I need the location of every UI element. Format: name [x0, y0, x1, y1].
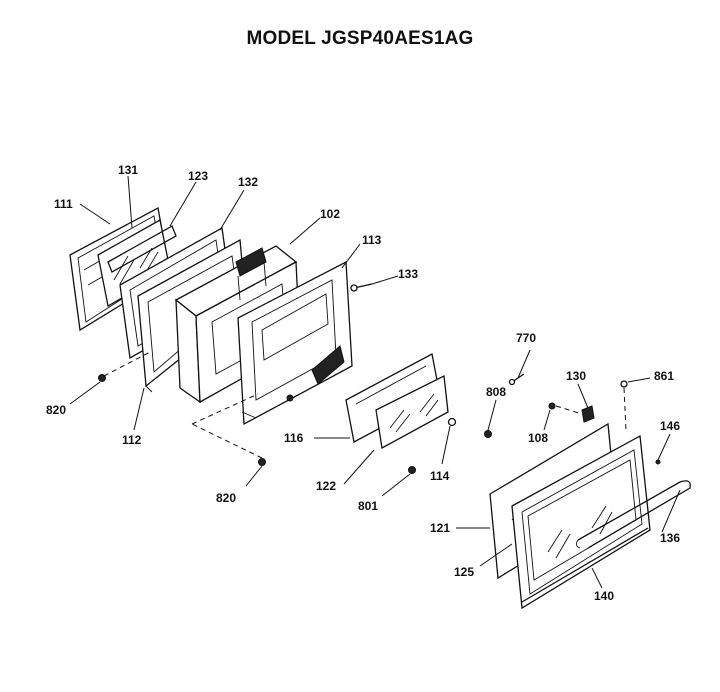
label-108: 108 [528, 431, 548, 445]
part-136-handle [575, 480, 691, 549]
label-133: 133 [398, 267, 418, 281]
label-132: 132 [238, 175, 258, 189]
part-140-bottom-trim [521, 527, 649, 603]
label-116: 116 [284, 431, 304, 445]
label-122: 122 [316, 479, 336, 493]
label-820-lower: 820 [216, 491, 236, 505]
label-113: 113 [362, 233, 382, 247]
part-130-block [581, 405, 595, 423]
part-125-outer-door-frame [511, 434, 651, 610]
label-136: 136 [660, 531, 680, 545]
label-112: 112 [122, 433, 142, 447]
part-808-screw [484, 430, 492, 438]
label-130: 130 [566, 369, 586, 383]
label-131: 131 [118, 163, 138, 177]
leader-lines [69, 175, 681, 589]
part-861-screw [620, 380, 628, 431]
label-770: 770 [516, 331, 536, 345]
label-861: 861 [654, 369, 674, 383]
label-123: 123 [188, 169, 208, 183]
part-122-window-glass [375, 375, 449, 450]
label-111: 111 [54, 197, 73, 211]
part-820-screw-upper [98, 351, 151, 382]
label-808: 808 [486, 385, 506, 399]
label-146: 146 [660, 419, 680, 433]
label-125: 125 [454, 565, 474, 579]
part-113-door-liner [237, 260, 353, 426]
part-114-spacer [447, 417, 457, 427]
part-133-screw [350, 283, 373, 292]
label-801: 801 [358, 499, 378, 513]
part-123-frame [107, 225, 177, 273]
part-820-screw-lower [191, 393, 266, 466]
label-114: 114 [430, 469, 450, 483]
part-770-pin [508, 373, 525, 386]
label-820-upper: 820 [46, 403, 66, 417]
label-102: 102 [320, 207, 340, 221]
part-801-screw [408, 466, 416, 474]
diagram-title: MODEL JGSP40AES1AG [246, 28, 474, 49]
label-140: 140 [594, 589, 614, 603]
part-labels: 111 131 123 132 102 113 133 820 112 116 … [46, 163, 680, 603]
label-121: 121 [430, 521, 450, 535]
part-131-inner-glass [97, 218, 171, 308]
part-108-clip [548, 402, 583, 415]
part-146-screw [655, 459, 661, 465]
